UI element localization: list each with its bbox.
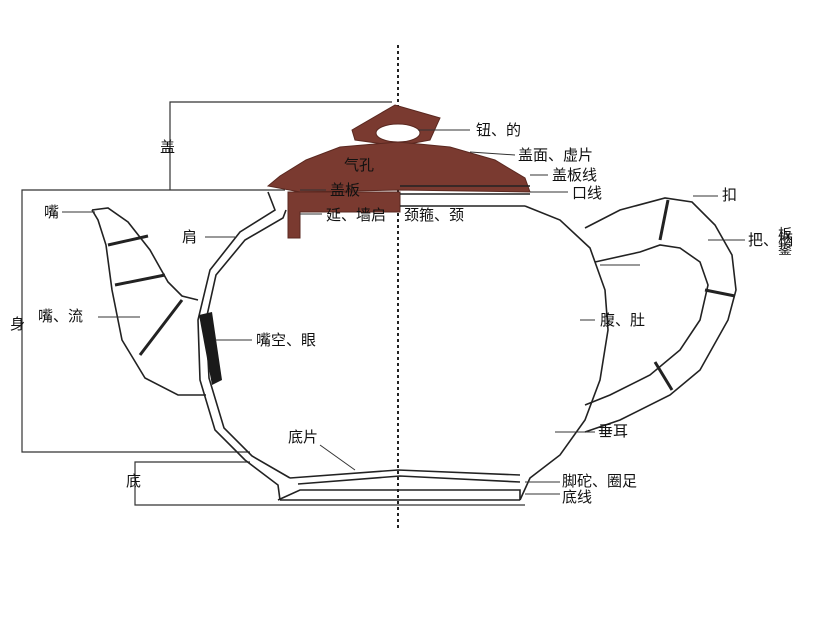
label-knob: 钮、的 — [476, 121, 522, 139]
label-air-hole: 气孔 — [344, 156, 375, 174]
handle — [584, 197, 737, 433]
label-lid-surface: 盖面、虚片 — [518, 146, 594, 164]
label-base: 底 — [126, 472, 142, 490]
label-neck: 颈箍、颈 — [404, 206, 465, 224]
label-body: 身 — [10, 315, 26, 333]
dimension-brackets — [21, 101, 525, 506]
spout-hole-wall — [199, 312, 222, 385]
label-lid-plate-line: 盖板线 — [552, 166, 598, 184]
label-shoulder: 肩 — [182, 228, 198, 246]
label-belly: 腹、肚 — [600, 311, 646, 329]
label-hanging-ear: 垂耳 — [598, 422, 629, 440]
label-mouth-line: 口线 — [572, 184, 603, 202]
spout — [91, 207, 206, 396]
label-handle: 把、柄 — [748, 231, 794, 249]
label-flange: 延、墙启 — [326, 206, 387, 224]
label-handle-extra: 板 — [778, 227, 792, 243]
label-base-line: 底线 — [562, 488, 593, 506]
label-spout: 嘴 — [44, 203, 60, 221]
label-foot: 脚砣、圈足 — [562, 472, 638, 490]
label-spout-hole: 嘴空、眼 — [256, 331, 317, 349]
lid — [266, 104, 531, 239]
label-lid-plate: 盖板 — [330, 181, 361, 199]
label-bottom-plate: 底片 — [288, 428, 319, 446]
label-handle-extra2: 鋬 — [778, 242, 792, 258]
label-handle-button: 扣 — [722, 186, 738, 204]
label-spout-flow: 嘴、流 — [38, 307, 84, 325]
label-lid: 盖 — [160, 138, 176, 156]
leader-lines — [62, 129, 745, 495]
